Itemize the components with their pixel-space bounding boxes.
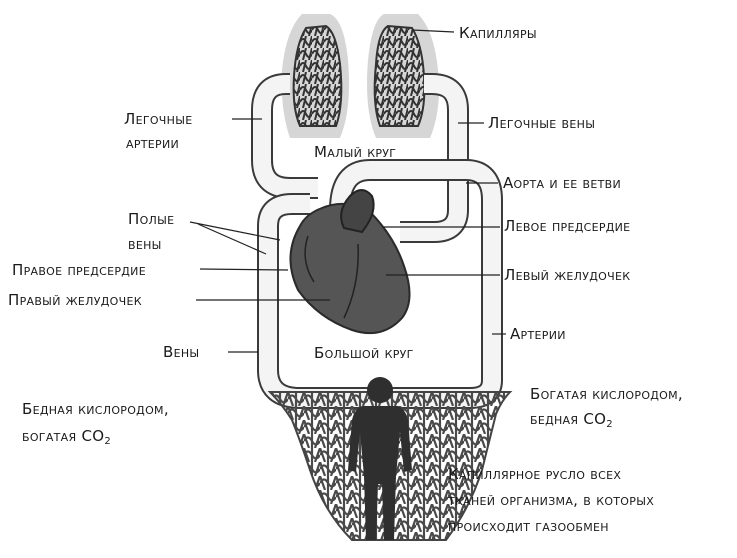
label-capillary-bed-3: происходит газообмен bbox=[448, 517, 609, 535]
label-rich-oxygen-1: Богатая кислородом, bbox=[530, 385, 683, 403]
label-small-circle: Малый круг bbox=[314, 143, 396, 161]
label-capillary-bed-1: Капиллярное русло всех bbox=[448, 465, 621, 483]
label-poor-oxygen-2: богатая CO2 bbox=[22, 427, 111, 451]
label-veins: Вены bbox=[163, 343, 199, 361]
label-poor-oxygen-1: Бедная кислородом, bbox=[22, 400, 169, 418]
label-right-atrium: Правое предсердие bbox=[12, 261, 146, 279]
lungs-icon bbox=[282, 14, 439, 138]
label-aorta: Аорта и ее ветви bbox=[503, 174, 621, 192]
label-capillaries: Капилляры bbox=[459, 24, 537, 42]
label-vena-cava-2: вены bbox=[128, 235, 162, 253]
label-pulmonary-arteries-2: артерии bbox=[126, 134, 179, 152]
label-rich-oxygen-2: бедная CO2 bbox=[530, 410, 613, 434]
label-vena-cava-1: Полые bbox=[128, 210, 174, 228]
label-left-ventricle: Левый желудочек bbox=[504, 266, 630, 284]
label-arteries: Артерии bbox=[510, 325, 566, 343]
label-capillary-bed-2: тканей организма, в которых bbox=[448, 491, 654, 509]
label-right-ventricle: Правый желудочек bbox=[8, 291, 142, 309]
label-pulmonary-arteries-1: Легочные bbox=[124, 110, 192, 128]
label-pulmonary-veins: Легочные вены bbox=[488, 114, 595, 132]
label-left-atrium: Левое предсердие bbox=[504, 217, 630, 235]
label-large-circle: Большой круг bbox=[314, 344, 414, 362]
